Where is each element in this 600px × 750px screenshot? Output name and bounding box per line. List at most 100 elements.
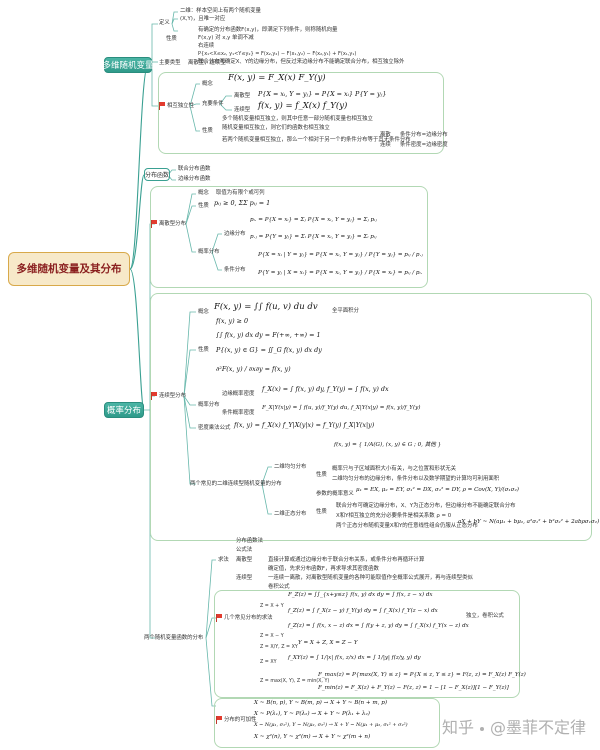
continuous-nature-3: P{(x, y) ∈ G} = ∬_G f(x, y) dx dy <box>216 346 322 354</box>
watermark-author: @墨菲不定律 <box>489 718 586 737</box>
indep-concept-label: 概念 <box>202 81 213 87</box>
continuous-title: 连续型分布 <box>159 393 186 399</box>
discrete-nature-label: 性质 <box>198 203 209 209</box>
continuous-two-label: 两个常见的二维连续型随机变量的分布 <box>190 481 282 487</box>
func-z3-label: Z = X/Y, Z = XY <box>260 645 298 650</box>
continuous-norm-params-label: 参数的概率意义 <box>316 491 354 497</box>
watermark: 知乎 @墨菲不定律 <box>442 714 586 738</box>
indep-cont-formula: f(x, y) = f_X(x) f_Y(y) <box>258 101 348 111</box>
joint-def-label: 定义 <box>159 20 170 26</box>
flag-icon <box>159 102 166 110</box>
joint-def-1: 二维：样本空间上有两个随机变量 <box>180 8 261 14</box>
indep-label: 相互独立性 <box>167 103 194 109</box>
joint-nature-label: 性质 <box>166 36 177 42</box>
continuous-margin-formula: f_X(x) = ∫ f(x, y) dy, f_Y(y) = ∫ f(x, y… <box>262 385 389 393</box>
discrete-cond-1: P{X = xᵢ | Y = yⱼ} = P{X = xᵢ, Y = yⱼ} /… <box>258 252 423 258</box>
root-topic[interactable]: 多维随机变量及其分布 <box>8 252 130 286</box>
func-z3: Y = X + Z, X = Z − Y <box>298 640 358 646</box>
func-common-box <box>214 590 520 698</box>
joint-classify-text: 离散型，连续型 <box>188 60 226 66</box>
continuous-uni-nature: 性质 <box>316 472 327 478</box>
discrete-title: 离散型分布 <box>159 221 186 227</box>
discrete-group-box <box>150 186 428 288</box>
joint-nature-4: P{x₁<X≤x₂, y₁<Y≤y₂} = F(x₂,y₂) − F(x₁,y₂… <box>198 51 357 57</box>
func-z5-label: Z = max(X, Y), Z = min(X, Y) <box>260 679 330 684</box>
branch-dist-function[interactable]: 分布函数 <box>144 168 170 181</box>
continuous-norm-n1: 联合分布可确定边缘分布，X、Y为正态分布，但边缘分布不能确定联合分布 <box>336 503 516 509</box>
continuous-uni-n1: 概率只与子区域面积大小有关，与之位置和形状无关 <box>332 466 456 472</box>
func-z5b: F_min(z) = F_X(z) + F_Y(z) − F(z, z) = 1… <box>318 685 509 691</box>
joint-nature-1: 有确定的分布函数F(x,y)，即满足下列条件，则称随机向量 <box>198 27 338 33</box>
continuous-norm-label: 二维正态分布 <box>274 511 307 517</box>
func-add-4: X ~ χ²(n), Y ~ χ²(m) → X + Y ~ χ²(m + n) <box>254 734 371 740</box>
indep-prop-2: 随机变量相互独立，则它们的函数也相互独立 <box>222 125 330 131</box>
func-add-2: X ~ P(λ₁), Y ~ P(λ₂) → X + Y ~ P(λ₁ + λ₂… <box>254 711 370 717</box>
continuous-mult-label: 密度乘法公式 <box>198 425 231 431</box>
continuous-concept-label: 概念 <box>198 309 209 315</box>
indep-p3b-label: 连续 <box>380 142 391 148</box>
flag-icon <box>151 220 158 228</box>
continuous-uni-n2: 二维均匀分布的边缘分布，条件分布以及数学期望的计算均可利用面积 <box>332 476 500 482</box>
func-z1b: f_Z(z) = ∫ f_X(z − y) f_Y(y) dy = ∫ f_X(… <box>288 608 438 614</box>
func-z5a: F_max(z) = P{max(X, Y) ≤ z} = P{X ≤ z, Y… <box>318 672 526 678</box>
branch-prob-dist[interactable]: 概率分布 <box>104 402 144 418</box>
indep-p3b: 条件密度=边缘密度 <box>400 142 448 148</box>
func-z2-label: Z = X − Y <box>260 634 284 639</box>
indep-suff-label: 充要条件 <box>202 101 224 107</box>
indep-prop-label: 性质 <box>202 128 213 134</box>
func-z4-label: Z = XY <box>260 660 277 665</box>
func-z1-note: 独立，卷积公式 <box>466 613 504 619</box>
continuous-nature-1: f(x, y) ≥ 0 <box>216 317 249 325</box>
discrete-concept-text: 取值为有限个或可列 <box>216 190 265 196</box>
indep-disc-label: 离散型 <box>234 93 251 99</box>
continuous-cond-formula: F_X|Y(x|y) = ∫ f(u, y)/f_Y(y) du, f_X|Y(… <box>262 405 421 411</box>
continuous-prob-label: 概率分布 <box>198 402 220 408</box>
joint-nature-3: 右连续 <box>198 43 215 49</box>
continuous-nature-2: ∫∫ f(x, y) dx dy = F(+∞, +∞) = 1 <box>216 331 321 339</box>
continuous-norm-nature: 性质 <box>316 509 327 515</box>
flag-icon <box>216 614 223 622</box>
dist-joint: 联合分布函数 <box>178 166 211 172</box>
func-z1a: F_Z(z) = ∫∫_{x+y≤z} f(x, y) dx dy = ∫ f(… <box>288 592 433 598</box>
flag-icon <box>216 716 223 724</box>
func-method-1: 分布函数法 <box>236 538 263 544</box>
func-method-2: 公式法 <box>236 547 253 553</box>
continuous-uni-label: 二维均匀分布 <box>274 464 307 470</box>
continuous-norm-n2: X和Y相互独立的充分必要条件是相关系数 ρ = 0 <box>336 513 452 519</box>
func-add-1: X ~ B(n, p), Y ~ B(m, p) → X + Y ~ B(n +… <box>254 700 388 706</box>
func-title: 两个随机变量函数的分布 <box>144 635 204 641</box>
continuous-nature-4: ∂²F(x, y) / ∂x∂y = f(x, y) <box>216 365 291 373</box>
func-z2: f_Z(z) = ∫ f(x, x − z) dx = ∫ f(y + z, y… <box>288 623 469 629</box>
continuous-nature-label: 性质 <box>198 347 209 353</box>
discrete-nature-formula: pᵢⱼ ≥ 0, ΣΣ pᵢⱼ = 1 <box>214 199 271 207</box>
joint-def-2: (X,Y)，且唯一对应 <box>180 16 226 22</box>
watermark-brand: 知乎 <box>441 718 474 737</box>
joint-nature-2: F(x,y) 对 x,y 单调不减 <box>198 35 254 41</box>
indep-p3a-label: 离散 <box>380 132 391 138</box>
func-cont-label: 连续型 <box>236 575 253 581</box>
indep-prop-1: 多个随机变量相互独立，则其中任意一部分随机变量也相互独立 <box>222 116 373 122</box>
continuous-cond-label: 条件概率密度 <box>222 410 255 416</box>
indep-cont-label: 连续型 <box>234 107 251 113</box>
indep-concept-formula: F(x, y) = F_X(x) F_Y(y) <box>228 73 326 83</box>
discrete-prob-label: 概率分布 <box>198 249 220 255</box>
indep-prop-3: 若两个随机变量相互独立，那么一个相对于另一个的条件分布等于其无条件分布 <box>222 137 411 143</box>
indep-p3a: 条件分布=边缘分布 <box>400 132 448 138</box>
branch-joint-rv[interactable]: 多维随机变量 <box>103 57 154 73</box>
continuous-concept-note: 全平面积分 <box>332 308 359 314</box>
func-add-3: X ~ N(μ₁, σ₁²), Y ~ N(μ₂, σ₂²) → X + Y ~… <box>254 722 408 728</box>
func-z4: f_XY(z) = ∫ 1/|x| f(x, z/x) dx = ∫ 1/|y|… <box>288 655 421 661</box>
discrete-margin-1: pᵢ. = P{X = xᵢ} = Σⱼ P{X = xᵢ, Y = yⱼ} =… <box>250 217 377 223</box>
continuous-uni-formula: f(x, y) = { 1/A(G), (x, y) ∈ G ; 0, 其他 } <box>334 442 442 448</box>
discrete-cond-label: 条件分布 <box>224 267 246 273</box>
func-add-label: 分布的可加性 <box>224 717 257 723</box>
func-cont-2: 一连续一离散，对离散型随机变量的各种可能取值作全概率公式展开，再与连续型类似 <box>268 575 473 581</box>
continuous-group-box <box>150 293 592 541</box>
func-disc-text: 直接计算或通过边缘分布于联合分布关系，或条件分布再循环计算 <box>268 557 425 563</box>
indep-disc-formula: P{X = xᵢ, Y = yⱼ} = P{X = xᵢ} P{Y = yⱼ} <box>258 90 387 98</box>
func-cont-3: 卷积公式 <box>268 584 290 590</box>
joint-nature-5: 联合分布可确定X、Y的边缘分布，但反过来边缘分布不能确定联合分布，相互独立除外 <box>198 59 405 65</box>
continuous-concept-formula: F(x, y) = ∫∫ f(u, v) du dv <box>214 302 318 312</box>
func-cont-1: 确定值，先求分布函数F，再求导求其密度函数 <box>268 566 379 572</box>
